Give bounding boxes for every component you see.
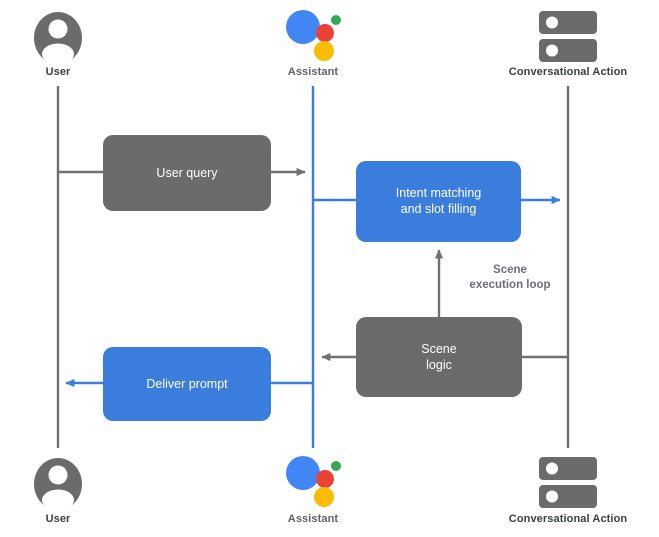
user-avatar-icon-bottom (34, 458, 82, 511)
actor-label-user-top: User (45, 66, 71, 78)
actor-label-assistant-bottom: Assistant (287, 513, 339, 525)
annotation-scene-execution-loop-line-2: execution loop (469, 279, 551, 291)
actor-label-assistant-top: Assistant (287, 66, 339, 78)
server-icon (539, 11, 597, 62)
actor-label-conversational-action-top: Conversational Action (508, 66, 628, 78)
server-icon-bottom (539, 457, 597, 508)
node-intent-matching[interactable] (356, 161, 521, 242)
node-user-query[interactable] (103, 135, 271, 211)
annotation-scene-execution-loop-line-1: Scene (493, 264, 527, 276)
google-assistant-icon-bottom (286, 456, 341, 507)
node-deliver-prompt[interactable] (103, 347, 271, 421)
google-assistant-icon (286, 10, 341, 61)
actor-label-conversational-action-bottom: Conversational Action (508, 513, 628, 525)
user-avatar-icon (34, 12, 82, 65)
actor-label-user-bottom: User (45, 513, 71, 525)
annotation-scene-execution-loop: Scene execution loop (443, 263, 577, 293)
node-scene-logic[interactable] (356, 317, 522, 397)
